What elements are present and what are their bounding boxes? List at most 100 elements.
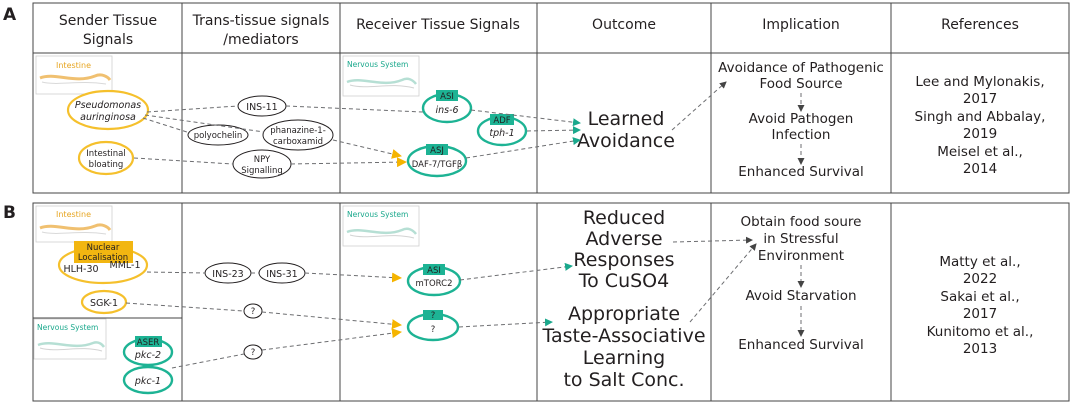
tag-nuclear-localisation [74, 241, 133, 263]
implication-a-5: Enhanced Survival [738, 164, 864, 180]
ref-b-6: 2013 [963, 341, 997, 357]
node-hlh30: HLH-30 [63, 264, 98, 275]
header-mediators-line2: /mediators [223, 32, 298, 48]
node-adf-gene: tph-1 [489, 128, 514, 139]
outcome-b1-line3: Responses [573, 249, 674, 271]
ref-b-1: Matty et al., [939, 254, 1020, 270]
panel-b-grid [32, 202, 1070, 402]
nervous-label-b-sender: Nervous System [37, 323, 98, 332]
tag-asi-b [423, 264, 445, 275]
tag-asj-label: ASJ [430, 146, 444, 156]
panel-a-grid [32, 2, 1070, 194]
panel-a-intestine-thumbnail: Intestine [35, 55, 113, 95]
node-pkc1 [122, 365, 174, 395]
header-implication: Implication [762, 17, 840, 33]
tag-asj [426, 144, 448, 155]
outcome-b2-line4: to Salt Conc. [563, 369, 684, 391]
node-pseudomonas-line2: auringinosa [80, 112, 136, 123]
header-receiver: Receiver Tissue Signals [356, 17, 520, 33]
node-bloating-line2: bloating [89, 160, 124, 170]
ref-b-2: 2022 [963, 271, 997, 287]
node-unknown-mediator-1 [243, 303, 263, 319]
header-sender-line1: Sender Tissue [59, 13, 157, 29]
node-phanazine-line1: phanazine-1- [270, 126, 326, 136]
node-npy-line2: Signalling [241, 166, 283, 176]
tag-asi-a-label: ASI [440, 92, 454, 102]
ref-a-3: Singh and Abbalay, [915, 109, 1046, 125]
intestine-label-b: Intestine [56, 210, 91, 219]
node-phanazine-line2: carboxamid [273, 137, 323, 147]
header-row: Sender Tissue Signals Trans-tissue signa… [59, 13, 1019, 48]
node-unknown-mediator-1-label: ? [251, 307, 256, 317]
node-unknown-mediator-2 [243, 344, 263, 360]
ref-a-5: Meisel et al., [937, 144, 1023, 160]
node-intestinal-bloating [77, 140, 135, 176]
implication-a-1: Avoidance of Pathogenic [718, 60, 884, 76]
outcome-b1-line1: Reduced [583, 207, 665, 229]
panel-b-nervous-thumbnail-receiver: Nervous System [342, 205, 420, 247]
ref-a-2: 2017 [963, 91, 997, 107]
tag-unknown-receiver-label: ? [431, 311, 436, 321]
node-ins23-label: INS-23 [212, 269, 243, 280]
implication-b-4: Avoid Starvation [745, 288, 856, 304]
implication-b-2: in Stressful [763, 231, 838, 247]
node-ins11-label: INS-11 [246, 102, 277, 113]
node-pkc2-label: pkc-2 [134, 350, 161, 361]
outcome-b2-line2: Taste-Associative [541, 325, 705, 347]
panel-a-nervous-thumbnail: Nervous System [342, 55, 420, 97]
ref-b-4: 2017 [963, 306, 997, 322]
ref-b-5: Kunitomo et al., [927, 324, 1034, 340]
node-sgk1 [80, 289, 128, 315]
node-pkc1-label: pkc-1 [134, 376, 161, 387]
implication-a-4: Infection [772, 127, 831, 143]
intestine-label-a: Intestine [56, 61, 91, 70]
implication-a-3: Avoid Pathogen [749, 111, 854, 127]
implication-b-5: Enhanced Survival [738, 337, 864, 353]
tag-asi-b-label: ASI [427, 266, 441, 276]
node-ins31-label: INS-31 [266, 269, 297, 280]
node-phanazine [262, 119, 334, 151]
node-unknown-receiver-gene: ? [431, 325, 436, 335]
nervous-label-b-receiver: Nervous System [347, 210, 408, 219]
tag-nuclear-line2: Localisation [78, 253, 128, 263]
implication-b-3: Environment [758, 248, 844, 264]
header-mediators-line1: Trans-tissue signals [192, 13, 330, 29]
panel-a-connectors [133, 81, 805, 168]
node-pseudomonas-line1: Pseudomonas [75, 100, 141, 111]
node-polyochelin-label: polyochelin [194, 131, 243, 141]
tag-adf-label: ADF [493, 116, 510, 126]
node-bloating-line1: Intestinal [86, 149, 126, 159]
tag-adf [490, 114, 514, 125]
tag-nuclear-line1: Nuclear [87, 243, 120, 253]
outcome-b1-line2: Adverse [585, 228, 662, 250]
node-asj-gene: DAF-7/TGFβ [412, 160, 463, 170]
tag-asi-a [436, 90, 458, 101]
panel-label-b: B [3, 203, 16, 223]
outcome-b1-line4: To CuSO4 [578, 270, 669, 292]
node-asi-mtorc2-gene: mTORC2 [416, 279, 453, 289]
implication-b-1: Obtain food soure [741, 214, 862, 230]
header-sender-line2: Signals [83, 32, 133, 48]
node-pseudomonas [66, 89, 150, 131]
outcome-b2-line3: Learning [583, 347, 666, 369]
panel-b-intestine-thumbnail: Intestine [35, 205, 113, 243]
node-unknown-mediator-2-label: ? [251, 348, 256, 358]
node-asi-ins6-gene: ins-6 [435, 105, 458, 116]
ref-b-3: Sakai et al., [940, 289, 1019, 305]
panel-b-nervous-thumbnail-sender: Nervous System [33, 318, 107, 360]
tag-aser [135, 336, 162, 347]
outcome-a-line1: Learned [588, 108, 665, 130]
tag-aser-label: ASER [137, 338, 160, 348]
ref-a-6: 2014 [963, 161, 997, 177]
implication-a-2: Food Source [759, 76, 842, 92]
node-mml1: MML-1 [110, 260, 141, 271]
node-npy-line1: NPY [254, 155, 271, 165]
ref-a-1: Lee and Mylonakis, [915, 74, 1044, 90]
outcome-a-line2: Avoidance [577, 130, 675, 152]
header-outcome: Outcome [592, 17, 656, 33]
panel-b-connectors [125, 236, 805, 369]
header-references: References [941, 17, 1019, 33]
nervous-label-a: Nervous System [347, 60, 408, 69]
ref-a-4: 2019 [963, 126, 997, 142]
